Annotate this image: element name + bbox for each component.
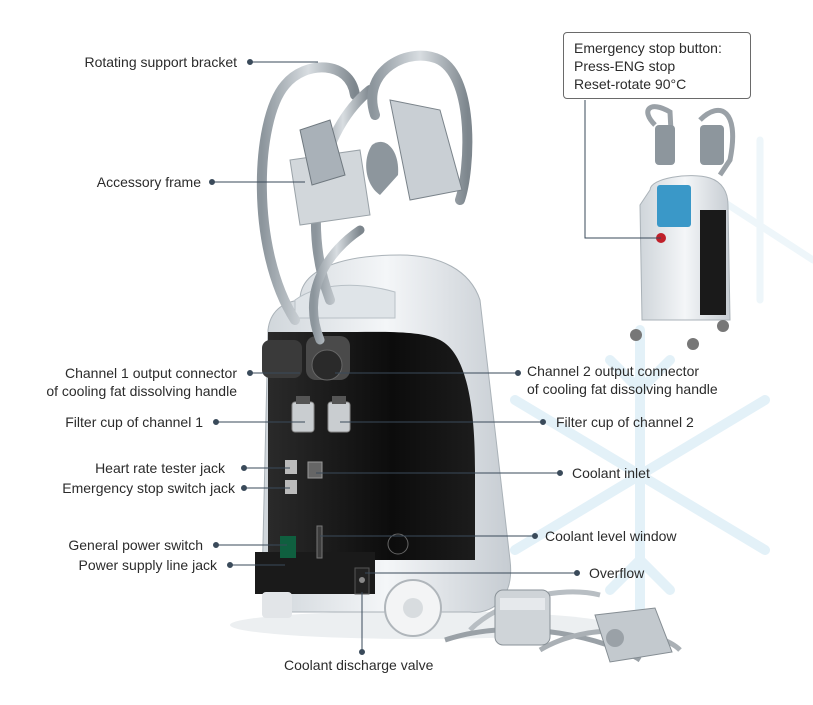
- callout-line-3: Reset-rotate 90°C: [574, 76, 687, 92]
- label-coolant-level-window: Coolant level window: [545, 528, 677, 544]
- callout-line-2: Press-ENG stop: [574, 58, 676, 74]
- label-coolant-discharge-valve: Coolant discharge valve: [284, 657, 434, 673]
- label-coolant-inlet: Coolant inlet: [572, 465, 650, 481]
- label-channel-1-connector-line-1: Channel 1 output connector: [64, 365, 237, 381]
- floor-handpieces: [444, 589, 682, 663]
- label-emergency-stop-switch-jack: Emergency stop switch jack: [62, 480, 235, 496]
- label-heart-rate-tester-jack: Heart rate tester jack: [95, 460, 225, 476]
- fan-grill: [387, 533, 409, 555]
- label-filter-cup-channel-2: Filter cup of channel 2: [556, 414, 694, 430]
- filter-cup-2: [327, 401, 351, 433]
- callout-line-1: Emergency stop button:: [574, 40, 722, 56]
- power-switch: [280, 536, 296, 558]
- label-rotating-support-bracket: Rotating support bracket: [84, 54, 237, 70]
- inset-screen: [657, 185, 691, 227]
- label-filter-cup-channel-1: Filter cup of channel 1: [65, 414, 203, 430]
- machine-front-panel: [268, 331, 475, 560]
- emergency-stop-callout: Emergency stop button: Press-ENG stop Re…: [563, 32, 751, 99]
- snowflake-watermark: [510, 325, 770, 625]
- label-general-power-switch: General power switch: [68, 537, 203, 553]
- inset-machine: [630, 104, 736, 350]
- level-window: [316, 525, 323, 559]
- label-channel-1-connector-line-2: of cooling fat dissolving handle: [46, 383, 237, 399]
- label-power-supply-line-jack: Power supply line jack: [78, 557, 217, 573]
- label-accessory-frame: Accessory frame: [96, 174, 201, 190]
- heart-rate-jack: [285, 460, 297, 474]
- channel-1-connector: [262, 340, 302, 378]
- filter-cup-1: [291, 401, 315, 433]
- emergency-switch-jack: [285, 480, 297, 494]
- leader-lines: [209, 59, 661, 655]
- handpiece-right: [389, 99, 463, 201]
- handpiece-left: [299, 119, 346, 186]
- label-channel-2-connector-line-1: Channel 2 output connector: [527, 363, 700, 379]
- label-overflow: Overflow: [589, 565, 645, 581]
- coolant-inlet-port: [307, 461, 323, 479]
- label-channel-2-connector-line-2: of cooling fat dissolving handle: [527, 381, 718, 397]
